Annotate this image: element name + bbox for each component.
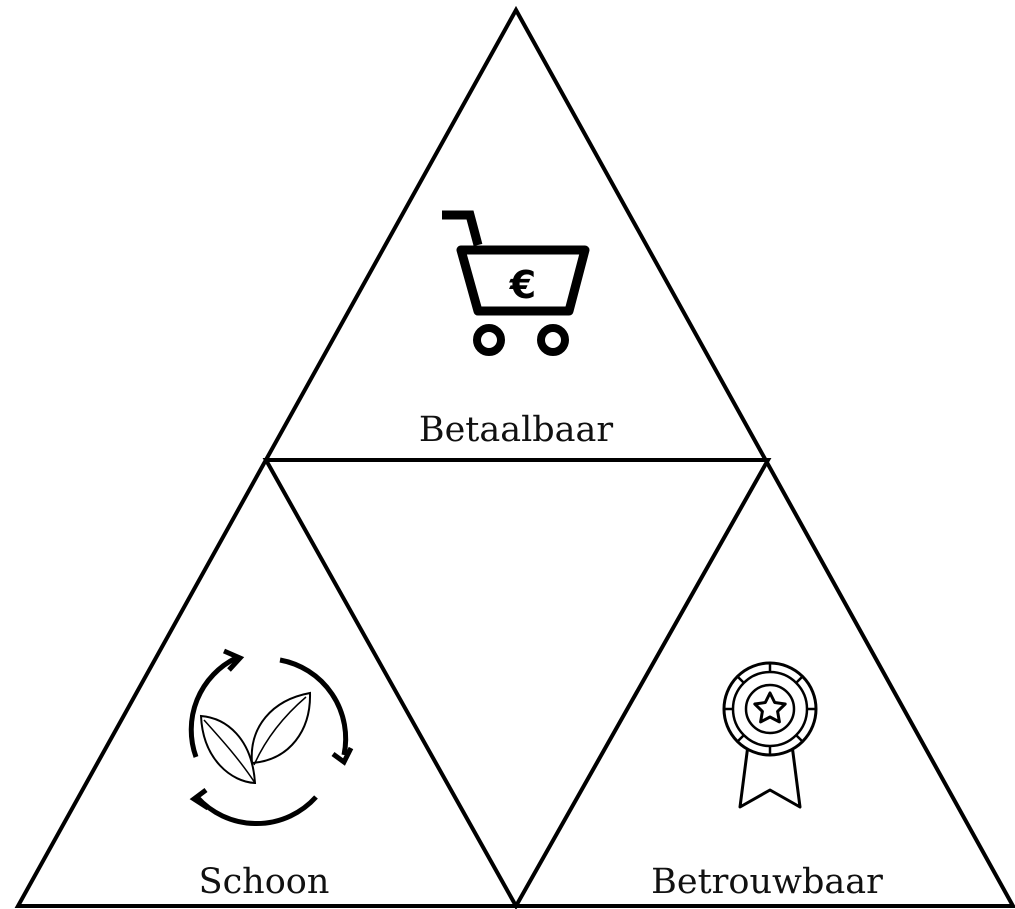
label-betrouwbaar: Betrouwbaar: [651, 862, 883, 902]
label-betaalbaar: Betaalbaar: [419, 410, 614, 450]
label-schoon: Schoon: [199, 862, 330, 902]
inner-triangle: [262, 458, 772, 909]
recycle-leaf-icon: [188, 648, 354, 826]
shopping-cart-euro-icon: €: [442, 210, 590, 356]
award-ribbon-star-icon: [722, 661, 818, 809]
euro-symbol: €: [509, 263, 536, 307]
